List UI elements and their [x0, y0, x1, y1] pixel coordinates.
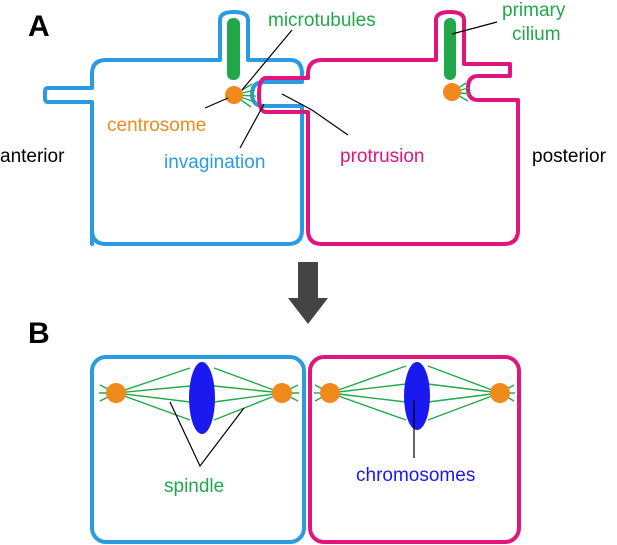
- primary-cilium-label-line1: primary: [502, 0, 566, 21]
- posterior-label: posterior: [532, 146, 607, 167]
- primary-cilium-label-line2: cilium: [512, 24, 561, 45]
- spindle-label: spindle: [164, 476, 224, 497]
- invagination-leader: [239, 103, 265, 149]
- centrosome-label: centrosome: [107, 115, 206, 136]
- anterior-dividing-cell: [90, 355, 306, 544]
- chromosomes-label: chromosomes: [356, 465, 475, 486]
- anterior-label: anterior: [0, 146, 65, 167]
- anterior-cell-outline: [43, 10, 304, 246]
- posterior-spindle-pole-right: [490, 383, 510, 403]
- posterior-cell-outline: [257, 10, 520, 246]
- microtubules-label: microtubules: [268, 10, 376, 31]
- spindle-leader: [169, 401, 245, 468]
- protrusion-label: protrusion: [340, 146, 425, 167]
- down-arrow-icon: [288, 262, 328, 324]
- anterior-spindle-pole-left: [106, 383, 126, 403]
- anterior-cilium: [227, 18, 240, 80]
- microtubules-leader: [241, 29, 293, 91]
- anterior-spindle-pole-right: [272, 383, 292, 403]
- posterior-dividing-cell: [308, 355, 521, 544]
- centrosome-leader: [204, 97, 229, 109]
- panel-b-letter: B: [28, 317, 50, 350]
- posterior-spindle-pole-left: [320, 383, 340, 403]
- primary-cilium-leader: [451, 21, 498, 35]
- anterior-chromosomes: [189, 362, 215, 434]
- posterior-centrosome: [443, 83, 461, 101]
- posterior-chromosomes: [404, 362, 430, 430]
- protrusion-leader: [281, 93, 349, 136]
- panel-a-letter: A: [28, 10, 50, 43]
- invagination-label: invagination: [164, 152, 265, 173]
- anterior-centrosome: [225, 86, 243, 104]
- posterior-cilium: [444, 18, 456, 80]
